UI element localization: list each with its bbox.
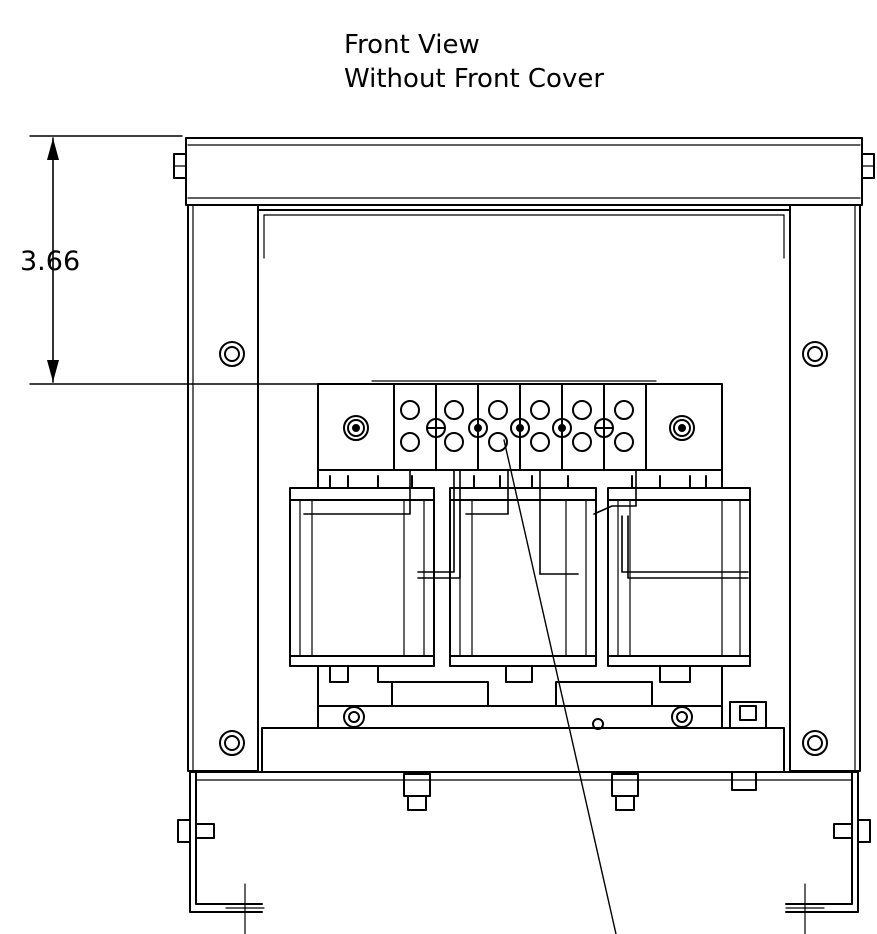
dimension-3-66 xyxy=(30,136,390,384)
coil-bottom-brackets xyxy=(290,656,750,706)
view-title-line2: Without Front Cover xyxy=(344,64,605,94)
left-floor-bolt xyxy=(178,820,190,842)
terminal-screws xyxy=(401,401,633,451)
ground-lug xyxy=(730,702,766,728)
enclosure-side-walls xyxy=(188,205,860,771)
enclosure-top-lid xyxy=(174,138,874,205)
leader-line xyxy=(504,440,616,934)
reactor-coil-center xyxy=(450,470,596,656)
view-title: Front View Without Front Cover xyxy=(344,28,604,96)
right-floor-bolt xyxy=(858,820,870,842)
coil-top-brackets xyxy=(290,470,750,500)
view-title-line1: Front View xyxy=(344,30,480,60)
reactor-coil-right xyxy=(594,470,750,656)
bottom-bolts xyxy=(404,772,756,810)
base-plate xyxy=(262,702,784,772)
dimension-label: 3.66 xyxy=(20,246,81,277)
enclosure-floor-channel xyxy=(178,772,870,934)
wall-mounting-holes xyxy=(220,342,827,755)
terminal-block-assembly xyxy=(318,381,722,470)
